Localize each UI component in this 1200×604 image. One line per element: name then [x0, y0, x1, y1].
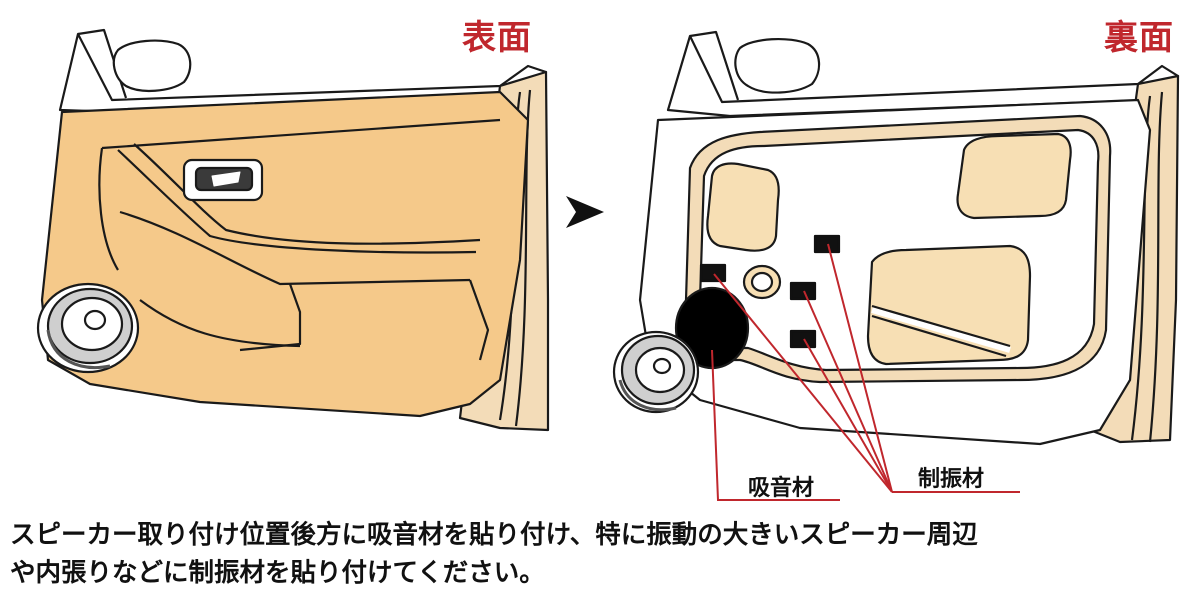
damping-patch: [699, 263, 727, 283]
front-speaker: [36, 282, 140, 374]
transition-arrow-icon: [566, 196, 604, 228]
back-door-illustration: [612, 30, 1180, 446]
front-door-illustration: [36, 28, 550, 432]
instruction-caption: スピーカー取り付け位置後方に吸音材を貼り付け、特に振動の大きいスピーカー周辺 や…: [10, 516, 1196, 592]
back-opening-upper-right: [956, 132, 1072, 220]
sound-absorbing-label: 吸音材: [748, 476, 815, 501]
damping-patch: [789, 281, 817, 301]
back-mirror: [734, 37, 821, 94]
back-round-hole: [742, 264, 782, 300]
damping-material-label: 制振材: [918, 467, 985, 492]
caption-line-1: スピーカー取り付け位置後方に吸音材を貼り付け、特に振動の大きいスピーカー周辺: [10, 520, 978, 550]
front-door-panel: [40, 90, 530, 418]
front-mirror: [112, 39, 192, 92]
callout-sound-absorbing: [711, 349, 840, 501]
damping-patch: [813, 234, 841, 254]
door-panel-diagram: [36, 28, 1180, 501]
damping-patches: [699, 234, 841, 349]
front-side-label: 表面: [462, 18, 532, 58]
damping-patch: [789, 329, 817, 349]
back-opening-lower-right: [866, 244, 1032, 366]
caption-line-2: や内張りなどに制振材を貼り付けてください。: [10, 558, 545, 588]
back-side-label: 裏面: [1104, 18, 1174, 58]
back-speaker: [612, 330, 700, 414]
callout-lines: [711, 243, 1020, 501]
back-opening-upper-left: [706, 162, 780, 252]
